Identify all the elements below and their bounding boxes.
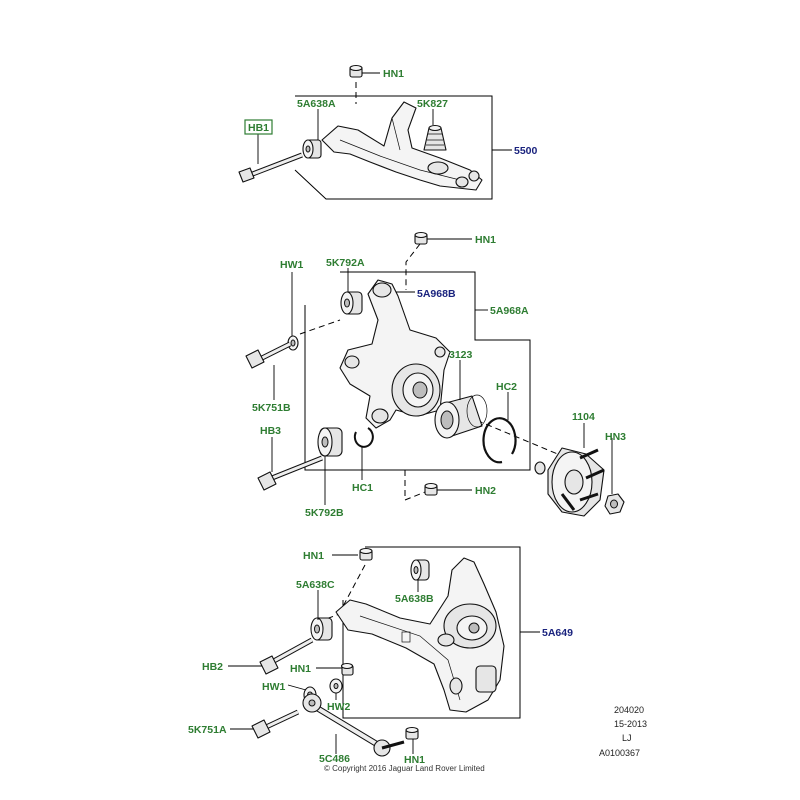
bolt-hb2 xyxy=(259,637,314,675)
nut-hn1-low xyxy=(359,547,373,561)
label-5c486: 5C486 xyxy=(319,753,350,765)
nut-hn1-low2 xyxy=(340,662,354,676)
label-hn3: HN3 xyxy=(605,431,626,443)
label-5k792b: 5K792B xyxy=(305,507,344,519)
bushing-5k792b xyxy=(317,427,343,457)
label-hn1-mid: HN1 xyxy=(475,234,496,246)
nut-hn1-bottom xyxy=(405,726,419,740)
label-5k751b: 5K751B xyxy=(252,402,291,414)
label-hn2: HN2 xyxy=(475,485,496,497)
label-5k751a: 5K751A xyxy=(188,724,227,736)
label-hb2: HB2 xyxy=(202,661,223,673)
copyright-text: © Copyright 2016 Jaguar Land Rover Limit… xyxy=(324,764,485,773)
hb1-highlight-box xyxy=(244,119,273,135)
circlip-hc1 xyxy=(353,427,374,448)
bolt-hb1 xyxy=(238,152,303,183)
label-hb1: HB1 xyxy=(248,122,269,134)
bushing-5a638b xyxy=(410,559,430,581)
label-hn1-low: HN1 xyxy=(303,550,324,562)
nut-hn1-mid xyxy=(414,231,428,245)
toe-link-5c486 xyxy=(302,693,405,757)
label-hw1-low: HW1 xyxy=(262,681,285,693)
label-5500: 5500 xyxy=(514,145,538,157)
upper-arm-box xyxy=(294,95,493,200)
lower-control-arm-5a649 xyxy=(335,557,505,713)
hub-1104 xyxy=(534,447,605,517)
label-hw2: HW2 xyxy=(327,701,350,713)
info-line-3: LJ xyxy=(622,733,632,743)
label-3123: 3123 xyxy=(449,349,473,361)
label-hn1-low2: HN1 xyxy=(290,663,311,675)
label-5a638c: 5A638C xyxy=(296,579,335,591)
label-hc1: HC1 xyxy=(352,482,373,494)
knuckle-5a968a xyxy=(339,279,451,429)
knuckle-dashed-axis-top xyxy=(405,243,421,290)
lower-arm-box xyxy=(342,546,521,719)
bushing-5k792a xyxy=(340,291,363,315)
info-line-4: A0100367 xyxy=(599,748,640,758)
knuckle-dashed-axis-left xyxy=(299,319,341,335)
label-hw1-mid: HW1 xyxy=(280,259,303,271)
knuckle-box xyxy=(304,271,531,471)
bolt-5k751a xyxy=(251,709,300,739)
label-5a638b: 5A638B xyxy=(395,593,434,605)
knuckle-group: HN1 HW1 5K792A 5A968B 5A968A 3123 HC2 11… xyxy=(245,231,626,519)
label-5a968a: 5A968A xyxy=(490,305,529,317)
label-hn1-bottom: HN1 xyxy=(404,754,425,766)
circlip-hc2 xyxy=(482,417,517,464)
drawing-info-block: 204020 15-2013 LJ A0100367 xyxy=(599,705,647,758)
label-hn1-top: HN1 xyxy=(383,68,404,80)
bushing-5a638c xyxy=(310,617,333,641)
label-5a649: 5A649 xyxy=(542,627,573,639)
bolt-5k751b xyxy=(245,341,292,369)
label-1104: 1104 xyxy=(572,411,595,423)
upper-arm-group: HN1 5A638A 5K827 5500 HB1 xyxy=(238,64,538,200)
label-hc2: HC2 xyxy=(496,381,517,393)
lower-arm-dashed-axis-top xyxy=(339,564,366,613)
nut-hn1-top xyxy=(349,64,363,78)
bearing-3123 xyxy=(434,394,488,439)
info-line-1: 204020 xyxy=(614,705,644,715)
bump-stop-5k827 xyxy=(423,124,447,151)
label-5k827: 5K827 xyxy=(417,98,448,110)
lower-arm-group: HN1 5A638C 5A638B 5A649 HB2 HN1 HW1 HW2 … xyxy=(188,546,573,766)
label-5a638a: 5A638A xyxy=(297,98,336,110)
label-5a968b: 5A968B xyxy=(417,288,456,300)
washer-hw2 xyxy=(329,678,343,694)
nut-hn2 xyxy=(424,482,438,496)
info-line-2: 15-2013 xyxy=(614,719,647,729)
bushing-5a638a xyxy=(302,139,322,159)
upper-control-arm xyxy=(321,101,483,191)
knuckle-dashed-axis-bottom xyxy=(404,470,431,501)
bolt-hb3 xyxy=(257,455,323,491)
label-hb3: HB3 xyxy=(260,425,281,437)
label-5k792a: 5K792A xyxy=(326,257,365,269)
nut-hn3 xyxy=(604,493,625,515)
